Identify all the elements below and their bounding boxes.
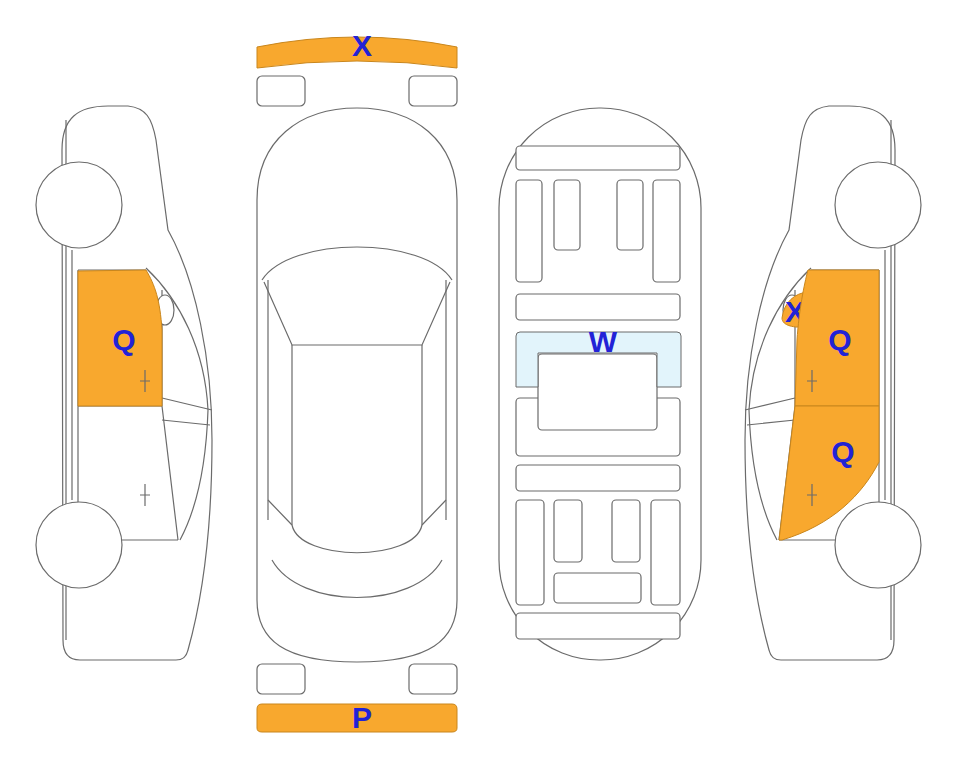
area-code: Q — [112, 325, 135, 355]
rear-window — [268, 500, 446, 598]
chassis-part — [516, 465, 680, 491]
chassis-part — [516, 146, 680, 170]
damage-area: Q — [76, 268, 164, 408]
area-code: W — [589, 327, 617, 357]
chassis — [499, 108, 701, 660]
door-handle — [807, 370, 817, 392]
mirror — [257, 664, 305, 694]
area-shape — [777, 404, 881, 542]
door-handle — [807, 484, 817, 506]
mirror — [409, 664, 457, 694]
area-fill — [795, 270, 879, 406]
chassis-part — [516, 613, 680, 639]
damage-area: Q — [777, 404, 881, 542]
roof — [292, 345, 422, 553]
damage-area: P — [255, 702, 459, 734]
area-code: X — [352, 31, 372, 61]
damage-area: Q — [794, 268, 882, 408]
hood-line — [262, 247, 452, 280]
chassis-part — [516, 294, 680, 320]
right-side-view — [745, 106, 921, 660]
mirror — [409, 76, 457, 106]
area-code: Q — [828, 325, 851, 355]
chassis-part — [651, 500, 680, 605]
chassis-part — [554, 573, 641, 603]
door-handle — [140, 370, 150, 392]
area-code: Q — [831, 437, 854, 467]
chassis-part — [653, 180, 680, 282]
area-fill — [257, 704, 457, 732]
damage-area: W — [514, 330, 683, 389]
chassis-part — [554, 180, 580, 250]
side-line — [268, 280, 446, 520]
area-fill — [779, 406, 879, 540]
chassis-part — [617, 180, 643, 250]
mirror — [257, 76, 305, 106]
chassis-part — [516, 500, 544, 605]
damage-area: X — [255, 30, 459, 72]
left-side-view — [36, 106, 212, 660]
top-body — [257, 108, 457, 662]
windshield — [264, 282, 450, 345]
chassis-part — [612, 500, 640, 562]
chassis-part — [554, 500, 582, 562]
chassis-part — [538, 354, 657, 430]
chassis-part — [516, 180, 542, 282]
area-fill — [78, 270, 162, 406]
area-code: P — [352, 703, 372, 733]
